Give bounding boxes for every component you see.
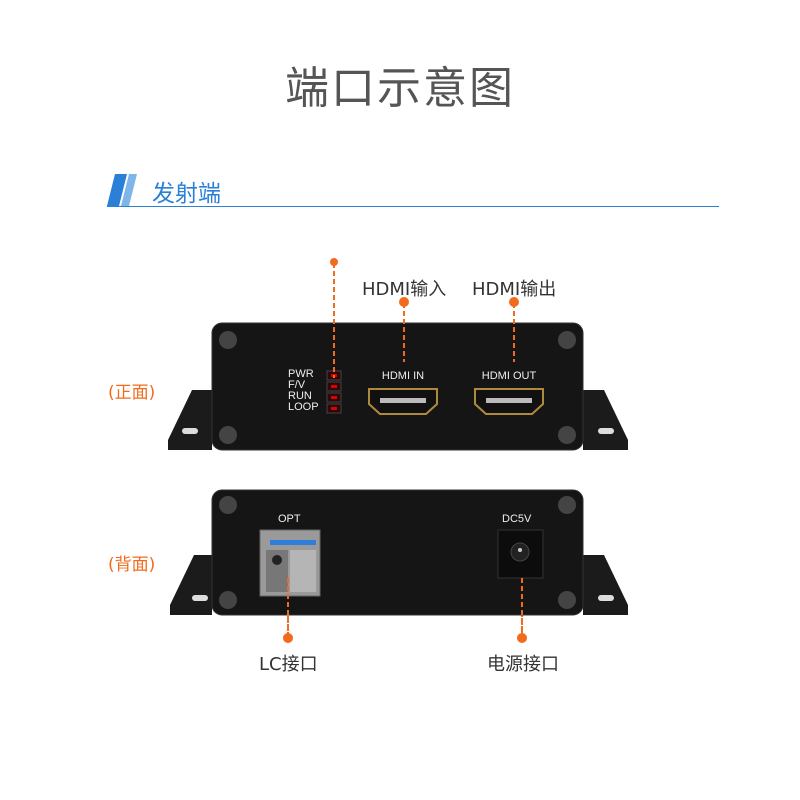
callout-power-port: 电源接口 <box>487 654 559 675</box>
dc5v-label: DC5V <box>502 513 532 525</box>
callout-dots <box>283 258 527 643</box>
callout-hdmi-output: HDMI输出 <box>472 279 557 300</box>
led-labels: PWR F/V RUN LOOP <box>288 369 319 413</box>
back-device <box>170 489 628 616</box>
section-title: 发射端 <box>152 181 221 207</box>
hdmi-out-label: HDMI OUT <box>481 370 537 382</box>
hdmi-out-port <box>474 388 544 415</box>
lc-fiber-port <box>259 529 321 597</box>
led-label-loop: LOOP <box>288 401 319 413</box>
screw-icon <box>182 331 614 444</box>
page-title: 端口示意图 <box>285 63 515 114</box>
dc-power-jack <box>497 529 544 579</box>
section-divider <box>107 206 719 207</box>
section-marker-icon <box>107 174 137 206</box>
front-device <box>168 322 628 451</box>
led-label-fv: F/V <box>288 379 306 391</box>
hdmi-in-port <box>368 388 438 415</box>
callout-lc-port: LC接口 <box>259 654 318 675</box>
callout-hdmi-input: HDMI输入 <box>362 279 447 300</box>
led-label-run: RUN <box>288 390 312 402</box>
hdmi-in-label: HDMI IN <box>381 370 425 382</box>
led-label-pwr: PWR <box>288 368 314 380</box>
opt-label: OPT <box>278 513 301 525</box>
front-view-label: (正面) <box>108 383 156 403</box>
back-view-label: (背面) <box>108 555 156 575</box>
